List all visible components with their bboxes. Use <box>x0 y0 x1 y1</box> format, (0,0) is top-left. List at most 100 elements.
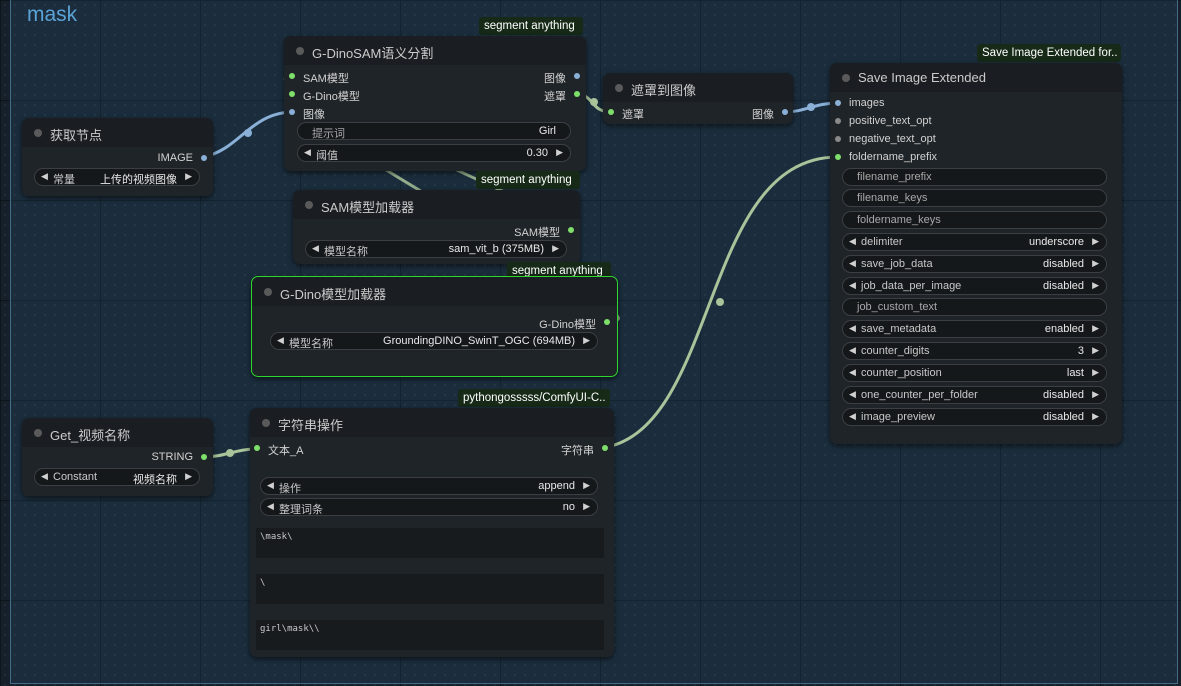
link-string-to-saveimage[interactable] <box>601 155 839 450</box>
arrow-left-icon[interactable]: ◀ <box>41 471 48 481</box>
collapse-dot-icon[interactable] <box>296 47 304 55</box>
arrow-left-icon[interactable]: ◀ <box>304 147 311 157</box>
input-images[interactable]: images <box>835 97 884 109</box>
input-dot-icon[interactable] <box>835 118 841 124</box>
link-midpoint[interactable] <box>716 298 724 306</box>
arrow-left-icon[interactable]: ◀ <box>267 501 274 511</box>
arrow-left-icon[interactable]: ◀ <box>41 171 48 181</box>
combo-model-name[interactable]: ◀ 模型名称 GroundingDINO_SwinT_OGC (694MB) ▶ <box>270 332 598 350</box>
output-dot-icon[interactable] <box>602 445 608 451</box>
input-dot-icon[interactable] <box>835 154 841 160</box>
input-dot-icon[interactable] <box>289 91 295 97</box>
arrow-left-icon[interactable]: ◀ <box>267 480 274 490</box>
prompt-text-field[interactable]: 提示词 Girl <box>297 122 571 140</box>
link-midpoint[interactable] <box>807 103 815 111</box>
collapse-dot-icon[interactable] <box>842 74 850 82</box>
collapse-dot-icon[interactable] <box>264 288 272 296</box>
collapse-dot-icon[interactable] <box>615 84 623 92</box>
node-gdinosam[interactable]: G-DinoSAM语义分割 SAM模型 G-Dino模型 图像 图像 遮罩 提示… <box>284 36 586 171</box>
output-gdino-model[interactable]: G-Dino模型 <box>539 316 610 332</box>
output-image[interactable]: IMAGE <box>158 152 207 164</box>
combo-constant[interactable]: ◀ 常量 上传的视频图像 ▶ <box>34 168 200 186</box>
arrow-right-icon[interactable]: ▶ <box>185 471 192 481</box>
arrow-left-icon[interactable]: ◀ <box>849 323 856 333</box>
combo-tidy-tags[interactable]: ◀ 整理词条 no ▶ <box>260 498 598 516</box>
combo-operation[interactable]: ◀ 操作 append ▶ <box>260 477 598 495</box>
input-positive-text[interactable]: positive_text_opt <box>835 115 932 127</box>
text-input-b[interactable]: \ <box>256 574 604 604</box>
input-dot-icon[interactable] <box>608 109 614 115</box>
link-midpoint[interactable] <box>226 449 234 457</box>
arrow-left-icon[interactable]: ◀ <box>277 335 284 345</box>
combo-job-data-per-image[interactable]: ◀ job_data_per_image disabled ▶ <box>842 277 1107 295</box>
arrow-right-icon[interactable]: ▶ <box>1092 258 1099 268</box>
arrow-right-icon[interactable]: ▶ <box>583 335 590 345</box>
input-image[interactable]: 图像 <box>289 106 325 122</box>
arrow-right-icon[interactable]: ▶ <box>556 147 563 157</box>
arrow-left-icon[interactable]: ◀ <box>849 367 856 377</box>
arrow-right-icon[interactable]: ▶ <box>1092 411 1099 421</box>
combo-counter-position[interactable]: ◀ counter_position last ▶ <box>842 364 1107 382</box>
node-get-video-name[interactable]: Get_视频名称 STRING ◀ Constant 视频名称 ▶ <box>22 418 213 496</box>
node-sam-loader[interactable]: SAM模型加载器 SAM模型 ◀ 模型名称 sam_vit_b (375MB) … <box>293 190 580 264</box>
output-mask[interactable]: 遮罩 <box>544 88 580 104</box>
text-result[interactable]: girl\mask\\ <box>256 620 604 650</box>
node-string-operation[interactable]: 字符串操作 文本_A 字符串 ◀ 操作 append ▶ ◀ 整理词条 no ▶… <box>250 408 614 657</box>
arrow-right-icon[interactable]: ▶ <box>1092 389 1099 399</box>
filename-keys-field[interactable]: filename_keys <box>842 189 1107 207</box>
arrow-left-icon[interactable]: ◀ <box>849 258 856 268</box>
arrow-left-icon[interactable]: ◀ <box>849 389 856 399</box>
input-mask[interactable]: 遮罩 <box>608 106 644 122</box>
output-dot-icon[interactable] <box>201 454 207 460</box>
output-image[interactable]: 图像 <box>544 70 580 86</box>
output-dot-icon[interactable] <box>568 227 574 233</box>
collapse-dot-icon[interactable] <box>262 419 270 427</box>
combo-model-name[interactable]: ◀ 模型名称 sam_vit_b (375MB) ▶ <box>305 240 567 258</box>
collapse-dot-icon[interactable] <box>305 201 313 209</box>
input-dot-icon[interactable] <box>289 73 295 79</box>
input-dot-icon[interactable] <box>835 100 841 106</box>
output-sam-model[interactable]: SAM模型 <box>514 224 574 240</box>
link-midpoint[interactable] <box>590 98 598 106</box>
node-save-image-extended[interactable]: Save Image Extended images positive_text… <box>830 63 1122 444</box>
node-header[interactable]: G-Dino模型加载器 <box>252 277 617 306</box>
input-dot-icon[interactable] <box>289 109 295 115</box>
text-input-a[interactable]: \mask\ <box>256 528 604 558</box>
arrow-right-icon[interactable]: ▶ <box>185 171 192 181</box>
arrow-right-icon[interactable]: ▶ <box>583 480 590 490</box>
node-header[interactable]: 遮罩到图像 <box>603 73 793 102</box>
arrow-left-icon[interactable]: ◀ <box>849 280 856 290</box>
link-midpoint[interactable] <box>244 129 252 137</box>
node-header[interactable]: SAM模型加载器 <box>293 190 580 219</box>
output-dot-icon[interactable] <box>782 109 788 115</box>
group-title[interactable]: mask <box>27 3 78 26</box>
input-negative-text[interactable]: negative_text_opt <box>835 133 936 145</box>
foldername-keys-field[interactable]: foldername_keys <box>842 211 1107 229</box>
node-mask-to-image[interactable]: 遮罩到图像 遮罩 图像 <box>603 73 793 124</box>
output-dot-icon[interactable] <box>574 73 580 79</box>
input-foldername-prefix[interactable]: foldername_prefix <box>835 151 937 163</box>
node-header[interactable]: 字符串操作 <box>250 408 614 437</box>
collapse-dot-icon[interactable] <box>34 129 42 137</box>
output-string[interactable]: STRING <box>151 451 207 463</box>
threshold-number[interactable]: ◀ 阈值 0.30 ▶ <box>297 144 571 162</box>
node-header[interactable]: Save Image Extended <box>830 63 1122 92</box>
arrow-left-icon[interactable]: ◀ <box>849 411 856 421</box>
arrow-right-icon[interactable]: ▶ <box>1092 367 1099 377</box>
node-gdino-loader[interactable]: G-Dino模型加载器 G-Dino模型 ◀ 模型名称 GroundingDIN… <box>251 276 618 377</box>
output-dot-icon[interactable] <box>574 91 580 97</box>
combo-constant[interactable]: ◀ Constant 视频名称 ▶ <box>34 468 200 486</box>
input-sam-model[interactable]: SAM模型 <box>289 70 349 86</box>
filename-prefix-field[interactable]: filename_prefix <box>842 168 1107 186</box>
node-header[interactable]: 获取节点 <box>22 118 213 147</box>
output-image[interactable]: 图像 <box>752 106 788 122</box>
arrow-right-icon[interactable]: ▶ <box>552 243 559 253</box>
node-get-node[interactable]: 获取节点 IMAGE ◀ 常量 上传的视频图像 ▶ <box>22 118 213 196</box>
output-string[interactable]: 字符串 <box>561 442 608 458</box>
output-dot-icon[interactable] <box>604 319 610 325</box>
input-dot-icon[interactable] <box>254 445 260 451</box>
arrow-right-icon[interactable]: ▶ <box>1092 236 1099 246</box>
node-header[interactable]: G-DinoSAM语义分割 <box>284 36 586 65</box>
arrow-left-icon[interactable]: ◀ <box>849 345 856 355</box>
combo-one-counter-per-folder[interactable]: ◀ one_counter_per_folder disabled ▶ <box>842 386 1107 404</box>
